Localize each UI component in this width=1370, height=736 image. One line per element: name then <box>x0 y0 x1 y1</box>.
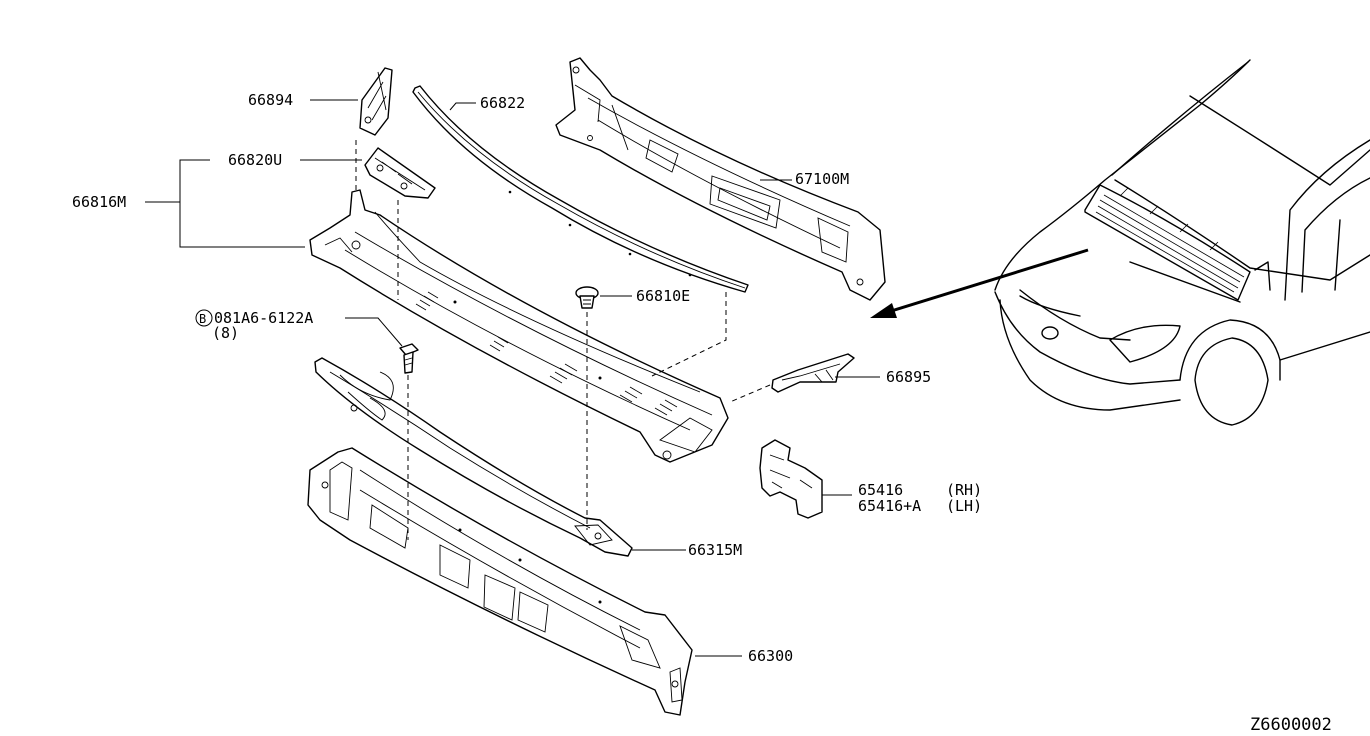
label-65416A: 65416+A <box>858 497 921 515</box>
part-66300[interactable] <box>307 447 693 716</box>
part-bolt-081A6-6122A[interactable] <box>399 343 419 374</box>
label-66300: 66300 <box>748 647 793 665</box>
part-66895[interactable] <box>771 353 855 393</box>
label-66816M: 66816M <box>72 193 126 211</box>
diagram-id: Z6600002 <box>1250 715 1332 735</box>
label-66894: 66894 <box>248 91 293 109</box>
label-bolt-symbol: B <box>199 312 206 326</box>
leader-lines <box>145 99 880 657</box>
label-66822: 66822 <box>480 94 525 112</box>
assembly-lines <box>355 140 771 540</box>
part-65416[interactable] <box>759 439 823 519</box>
label-66895: 66895 <box>886 368 931 386</box>
part-labels: 66894 66822 66820U 66816M 67100M 66810E … <box>72 91 1332 735</box>
view-arrow <box>870 248 1089 318</box>
label-66810E: 66810E <box>636 287 690 305</box>
part-67100M[interactable] <box>555 57 886 301</box>
part-66810E[interactable] <box>575 286 599 309</box>
vehicle-illustration <box>994 59 1370 426</box>
part-66822[interactable] <box>412 85 749 293</box>
label-bolt-qty: (8) <box>212 324 239 342</box>
part-66820U[interactable] <box>364 147 436 199</box>
label-65416A-side: (LH) <box>946 497 982 515</box>
label-66315M: 66315M <box>688 541 742 559</box>
label-bolt-code: 081A6-6122A <box>214 309 313 327</box>
label-65416-side: (RH) <box>946 481 982 499</box>
bolt-symbol-circle <box>195 309 213 327</box>
label-66820U: 66820U <box>228 151 282 169</box>
label-65416: 65416 <box>858 481 903 499</box>
part-66894[interactable] <box>359 67 393 136</box>
part-66315M[interactable] <box>314 357 633 557</box>
label-67100M: 67100M <box>795 170 849 188</box>
part-66816M[interactable] <box>309 189 729 463</box>
